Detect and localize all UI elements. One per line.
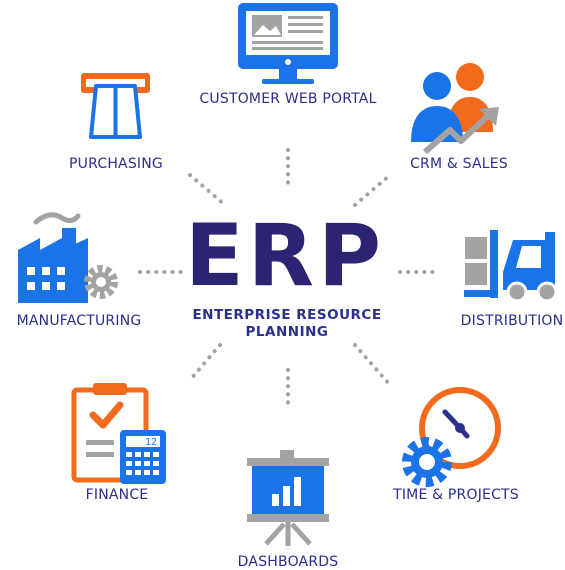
monitor-icon [238,3,338,84]
erp-subtitle-line1: ENTERPRISE RESOURCE [192,307,382,323]
connector-top-left [188,173,227,207]
presentation-board-icon [247,450,329,546]
label-purchasing: PURCHASING [69,156,163,172]
cog-icon [402,437,452,487]
label-finance: FINANCE [85,487,149,503]
factory-icon [18,212,88,303]
connector-top-right [353,173,392,207]
calculator-icon: 12 [120,430,166,484]
connector-bottom-left [188,343,222,382]
erp-title: ERP [185,206,385,306]
people-growth-icon [411,63,499,155]
label-crm-sales: CRM & SALES [410,156,508,172]
label-customer-web-portal: CUSTOMER WEB PORTAL [199,91,377,107]
dotted-connectors [138,148,442,412]
gear-icon [84,265,118,299]
connector-bottom-right [353,343,392,387]
erp-subtitle-line2: PLANNING [245,324,329,340]
label-time-projects: TIME & PROJECTS [393,487,519,503]
clock-icon [419,387,501,469]
label-manufacturing: MANUFACTURING [16,313,142,329]
label-distribution: DISTRIBUTION [460,313,564,329]
label-dashboards: DASHBOARDS [237,554,339,570]
forklift-icon [464,230,558,303]
calculator-display: 12 [145,437,157,448]
card-machine-icon [81,73,150,139]
